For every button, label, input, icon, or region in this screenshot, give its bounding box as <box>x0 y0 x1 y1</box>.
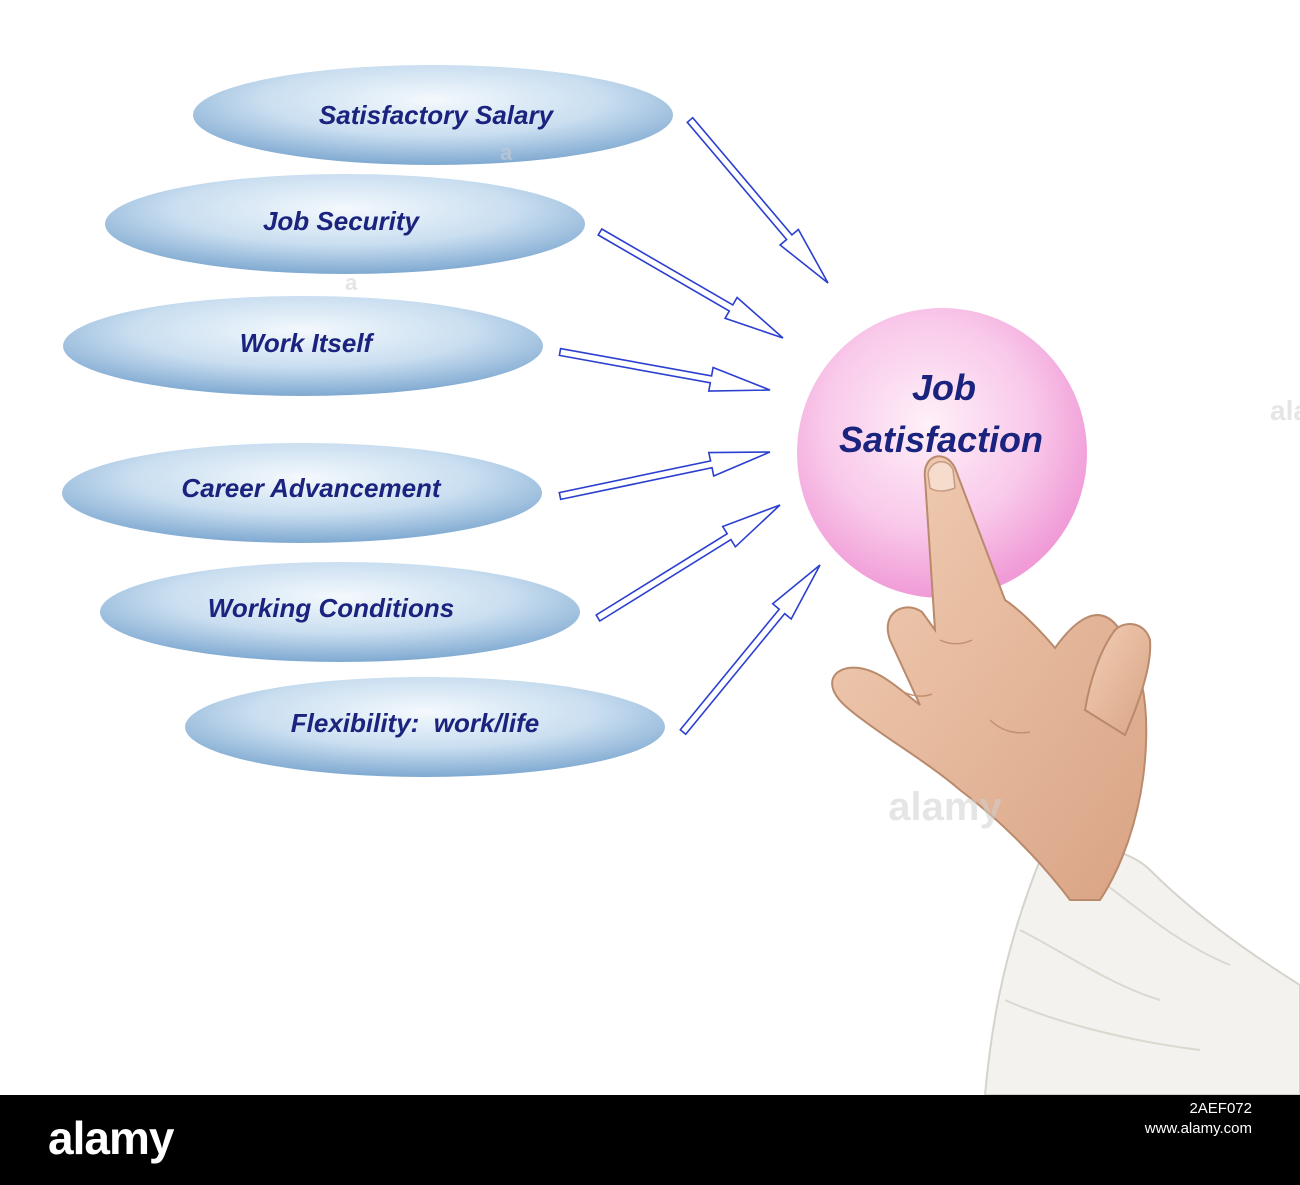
watermark-center: alamy <box>888 785 1002 829</box>
factor-label-salary: Satisfactory Salary <box>319 100 555 130</box>
arrow-1 <box>686 116 829 284</box>
watermarks: alamy a a ala <box>345 140 1300 829</box>
stock-footer: alamy 2AEF072 www.alamy.com <box>0 1095 1300 1185</box>
footer-logo: alamy <box>48 1112 174 1164</box>
arrows <box>558 116 829 736</box>
hand-thumb <box>1083 623 1152 737</box>
fingernail <box>927 461 956 492</box>
arrow-5 <box>595 504 781 623</box>
factor-label-flexibility: Flexibility: work/life <box>291 708 540 738</box>
factor-ellipse-career <box>62 443 542 543</box>
factor-label-security: Job Security <box>263 206 421 236</box>
factor-label-work-itself: Work Itself <box>240 328 375 358</box>
arrow-4 <box>558 451 771 501</box>
sleeve-fold <box>1004 879 1231 1051</box>
factor-label-conditions: Working Conditions <box>208 593 455 623</box>
factor-label-career: Career Advancement <box>181 473 441 503</box>
hub-label-line1: Job <box>912 367 976 408</box>
factor-ellipses <box>62 65 673 777</box>
sleeve <box>983 846 1300 1096</box>
site-url: www.alamy.com <box>1144 1120 1252 1137</box>
pointing-hand <box>831 455 1300 1096</box>
factor-ellipse-conditions <box>100 562 580 662</box>
factor-ellipse-salary <box>193 65 673 165</box>
factor-ellipse-security <box>105 174 585 274</box>
hub-circle <box>797 308 1087 598</box>
footer-credit: 2AEF072 www.alamy.com <box>1145 1099 1252 1139</box>
image-id: 2AEF072 <box>1189 1100 1252 1117</box>
hand-palm <box>831 455 1148 901</box>
factor-labels: Satisfactory Salary Job Security Work It… <box>181 100 554 738</box>
arrow-2 <box>597 227 784 339</box>
factor-ellipse-flexibility <box>185 677 665 777</box>
hub-label-line2: Satisfaction <box>839 419 1043 460</box>
watermark-small-a: a <box>500 140 513 165</box>
arrow-6 <box>679 564 821 736</box>
watermark-small-b: a <box>345 270 358 295</box>
arrow-3 <box>558 347 771 392</box>
factor-ellipse-work-itself <box>63 296 543 396</box>
knuckle-creases <box>899 639 1031 734</box>
watermark-right: ala <box>1270 395 1300 426</box>
